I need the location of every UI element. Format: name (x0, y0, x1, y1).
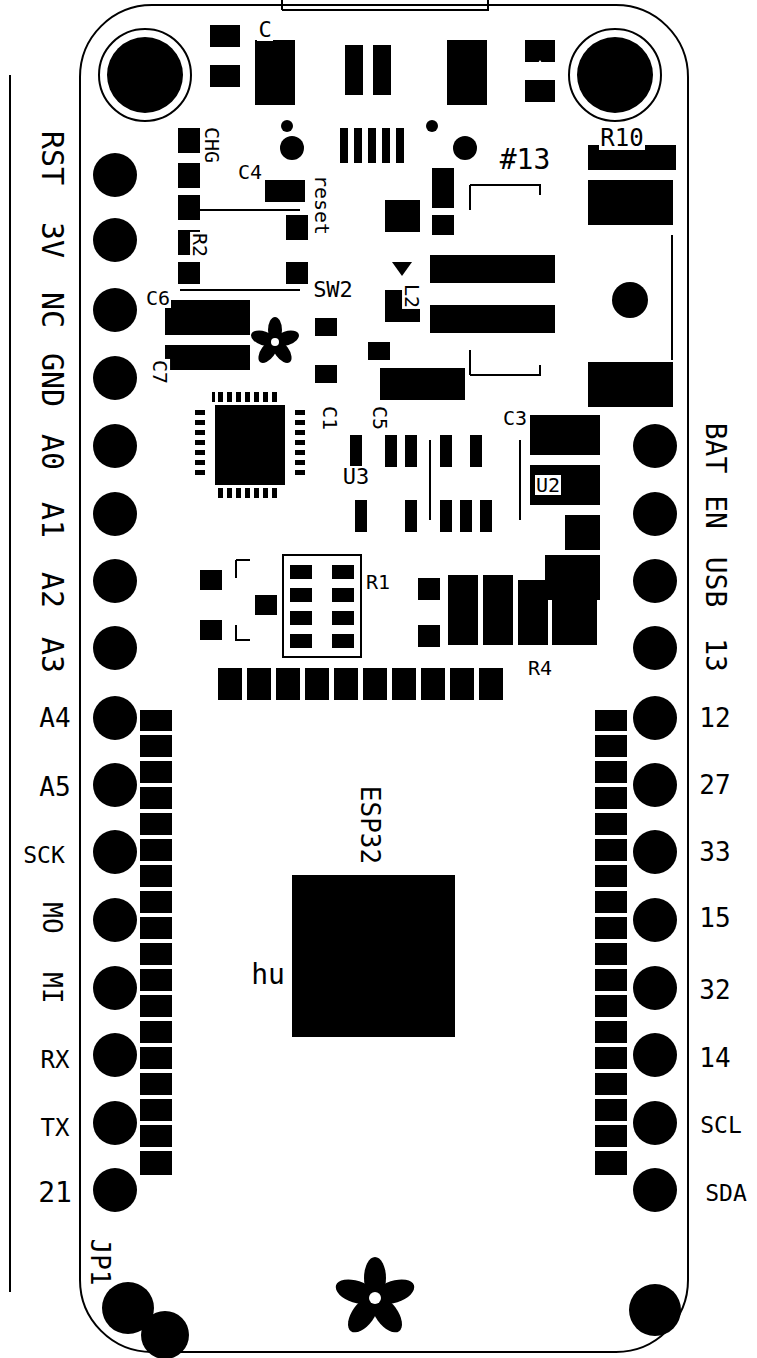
pin-label: 14 (699, 1045, 730, 1071)
pin-label: A5 (39, 774, 70, 800)
part-label: R1 (365, 572, 391, 592)
part-label: ESP32 (357, 785, 383, 865)
pin-label: RX (41, 1048, 70, 1072)
part-label: CHG (202, 126, 222, 164)
pin-label: 32 (699, 977, 730, 1003)
part-label: C1 (320, 405, 340, 431)
part-label: U2 (535, 475, 561, 495)
part-label: C3 (502, 408, 528, 428)
part-outline (671, 235, 673, 360)
pin-label: TX (41, 1116, 70, 1140)
pin-label: SCL (700, 1114, 742, 1137)
part-label: C5 (370, 405, 390, 431)
pin-label: MI (39, 972, 65, 1003)
pin-label: A2 (37, 572, 67, 608)
usb-outline (282, 0, 488, 10)
part-label: R10 (599, 126, 644, 150)
logo-flower (249, 317, 417, 1338)
part-label: hu (250, 961, 286, 989)
mount-hole (569, 29, 661, 121)
pin-label: SCK (23, 844, 65, 867)
part-outline (283, 555, 361, 657)
pin-label: USB (701, 557, 729, 608)
pin-label: 13 (701, 638, 729, 672)
pin-label: A1 (37, 502, 67, 538)
board-outline (80, 5, 688, 1352)
pin-label: 21 (38, 1179, 72, 1207)
pin-label: GND (37, 353, 67, 407)
pin-label: 12 (699, 705, 730, 731)
part-label: C7 (150, 359, 170, 385)
esp32-chip (292, 875, 455, 1037)
module-pad (218, 668, 503, 700)
part-label: R4 (527, 658, 553, 678)
part-label: C6 (145, 288, 171, 308)
part-label: U3 (342, 466, 371, 488)
part-outline (236, 560, 250, 640)
pin-label: 27 (699, 772, 730, 798)
pin-label: NC (37, 292, 67, 328)
pin-label: BAT (701, 423, 729, 474)
part-label: C4 (237, 162, 263, 182)
pin-label: JP1 (87, 1239, 113, 1286)
switch-outline (180, 289, 300, 291)
pin-label: A3 (37, 637, 67, 673)
module-pad (140, 710, 627, 1175)
part-label: C (257, 19, 272, 41)
pin-label: A4 (39, 705, 70, 731)
pin-label: MO (39, 902, 65, 933)
part-label: R2 (190, 232, 210, 258)
part-outline (519, 440, 521, 520)
pin-label: 15 (699, 905, 730, 931)
pin-label: EN (701, 495, 729, 529)
part-label: L2 (402, 283, 422, 309)
pin-label: 33 (699, 839, 730, 865)
pin-label: A0 (37, 434, 67, 470)
header-pin (93, 153, 681, 1358)
edge-line (9, 75, 11, 1292)
pin-label: SDA (705, 1182, 747, 1205)
pin-label: RST (37, 131, 67, 185)
part-outline (429, 440, 431, 520)
usb-serial-chip (215, 405, 285, 485)
part-label: reset (312, 174, 332, 236)
part-label: SW2 (312, 279, 354, 301)
pin-label: 3V (37, 222, 67, 258)
part-label: #13 (499, 146, 552, 174)
mount-hole (99, 29, 191, 121)
